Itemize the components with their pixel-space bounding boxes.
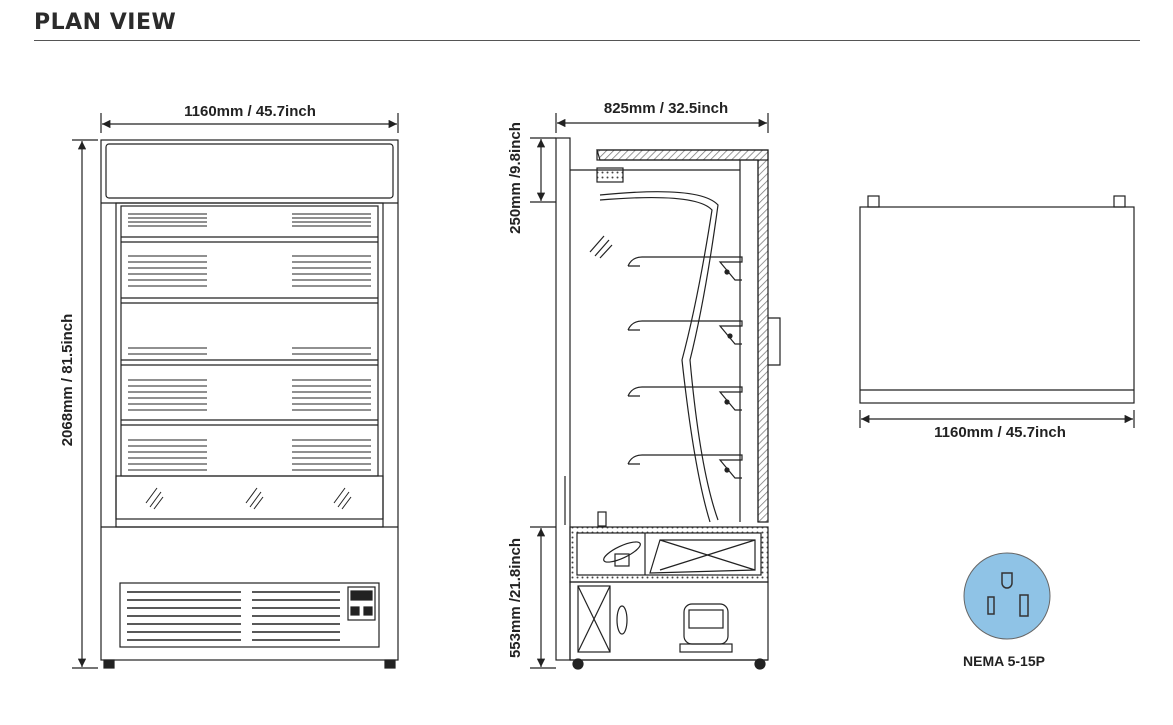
front-width-label: 1160mm / 45.7inch	[184, 103, 316, 120]
front-height-label: 2068mm / 81.5inch	[59, 314, 76, 447]
side-top-section-label: 250mm /9.8inch	[507, 122, 524, 234]
side-depth-label: 825mm / 32.5inch	[604, 100, 728, 117]
front-louver-panel	[119, 582, 380, 648]
front-canopy	[105, 143, 394, 199]
temperature-controller	[347, 586, 376, 621]
condenser	[577, 585, 611, 653]
nema-plug-icon	[963, 552, 1051, 640]
top-width-dimension	[859, 410, 1135, 428]
side-view	[530, 113, 781, 670]
top-right-bracket	[1113, 195, 1126, 208]
front-shelves	[121, 236, 378, 426]
side-compressor-compartment	[569, 581, 769, 661]
side-base-dimension	[530, 526, 556, 669]
front-height-dimension	[72, 139, 98, 669]
side-shelves	[627, 256, 743, 479]
front-glass-panel	[115, 475, 384, 520]
top-left-bracket	[867, 195, 880, 208]
page-title: PLAN VIEW	[34, 10, 177, 35]
front-louvers	[127, 591, 340, 641]
compressor	[679, 603, 733, 653]
top-width-label: 1160mm / 45.7inch	[934, 424, 1066, 441]
front-right-foot	[384, 659, 396, 669]
side-base-section-label: 553mm /21.8inch	[507, 538, 524, 658]
title-divider	[34, 40, 1140, 41]
side-depth-dimension	[555, 113, 769, 133]
top-cabinet-outline	[859, 206, 1135, 404]
glass-reflection-marks	[145, 487, 352, 510]
side-insulated-shell	[596, 149, 769, 523]
front-view	[72, 113, 399, 669]
air-duct-curve	[599, 191, 719, 521]
top-view	[859, 195, 1135, 428]
plug-type-label: NEMA 5-15P	[963, 653, 1045, 669]
side-front-wheel	[572, 658, 584, 670]
front-left-foot	[103, 659, 115, 669]
side-rear-wheel	[754, 658, 766, 670]
evaporator-fan	[603, 541, 641, 567]
front-shelf-vents	[128, 213, 371, 471]
side-front-post	[555, 137, 571, 661]
front-cabinet-outline	[100, 139, 399, 661]
side-top-dimension	[530, 137, 556, 203]
front-width-dimension	[100, 113, 399, 133]
